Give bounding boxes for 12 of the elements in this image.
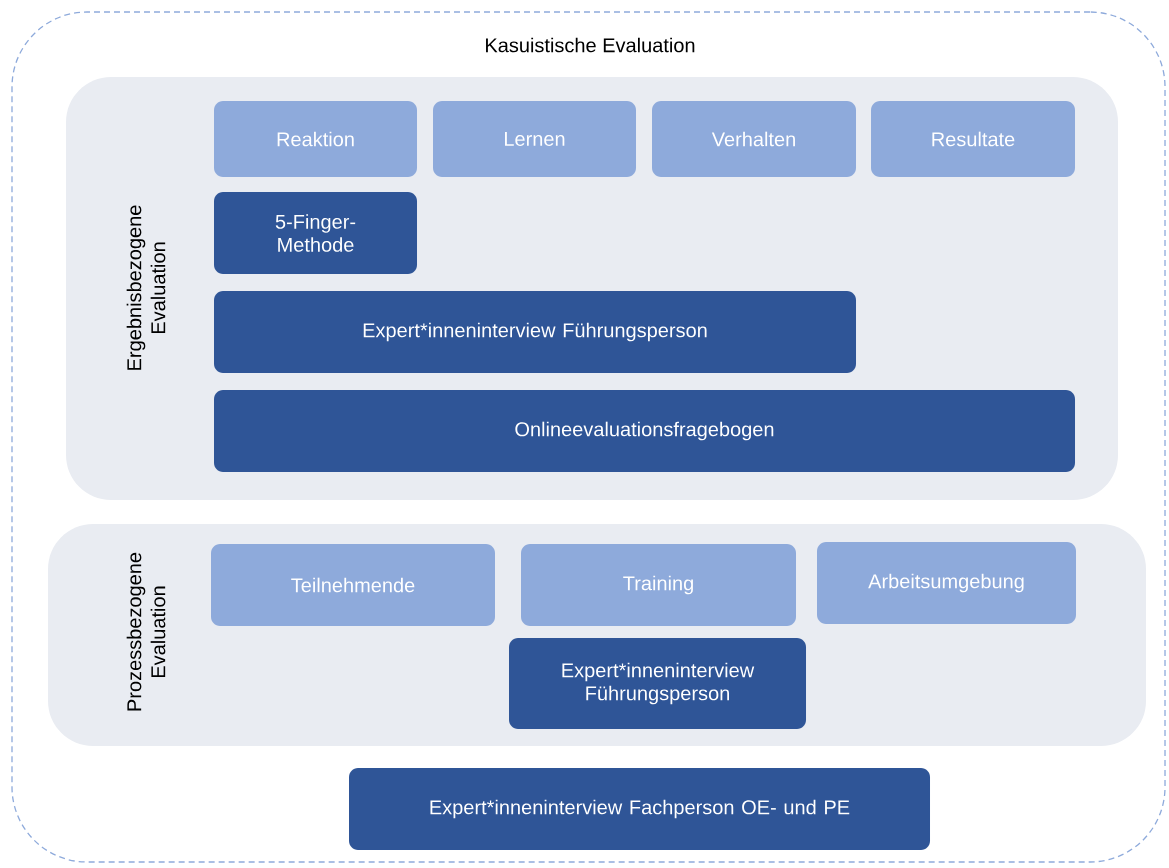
method-box: Onlineevaluationsfragebogen	[214, 390, 1075, 472]
category-box: Reaktion	[214, 101, 417, 177]
category-box: Arbeitsumgebung	[817, 542, 1076, 624]
category-box: Teilnehmende	[211, 544, 495, 626]
category-box: Verhalten	[652, 101, 856, 177]
method-box: Expert*inneninterview Führungsperson	[214, 291, 856, 373]
category-box: Training	[521, 544, 796, 626]
method-box: 5-Finger-Methode	[214, 192, 417, 274]
category-box: Lernen	[433, 101, 636, 177]
method-box: Expert*inneninterview Fachperson OE- und PE	[349, 768, 930, 850]
category-box: Resultate	[871, 101, 1075, 177]
method-box: Expert*inneninterview Führungsperson	[509, 638, 806, 729]
